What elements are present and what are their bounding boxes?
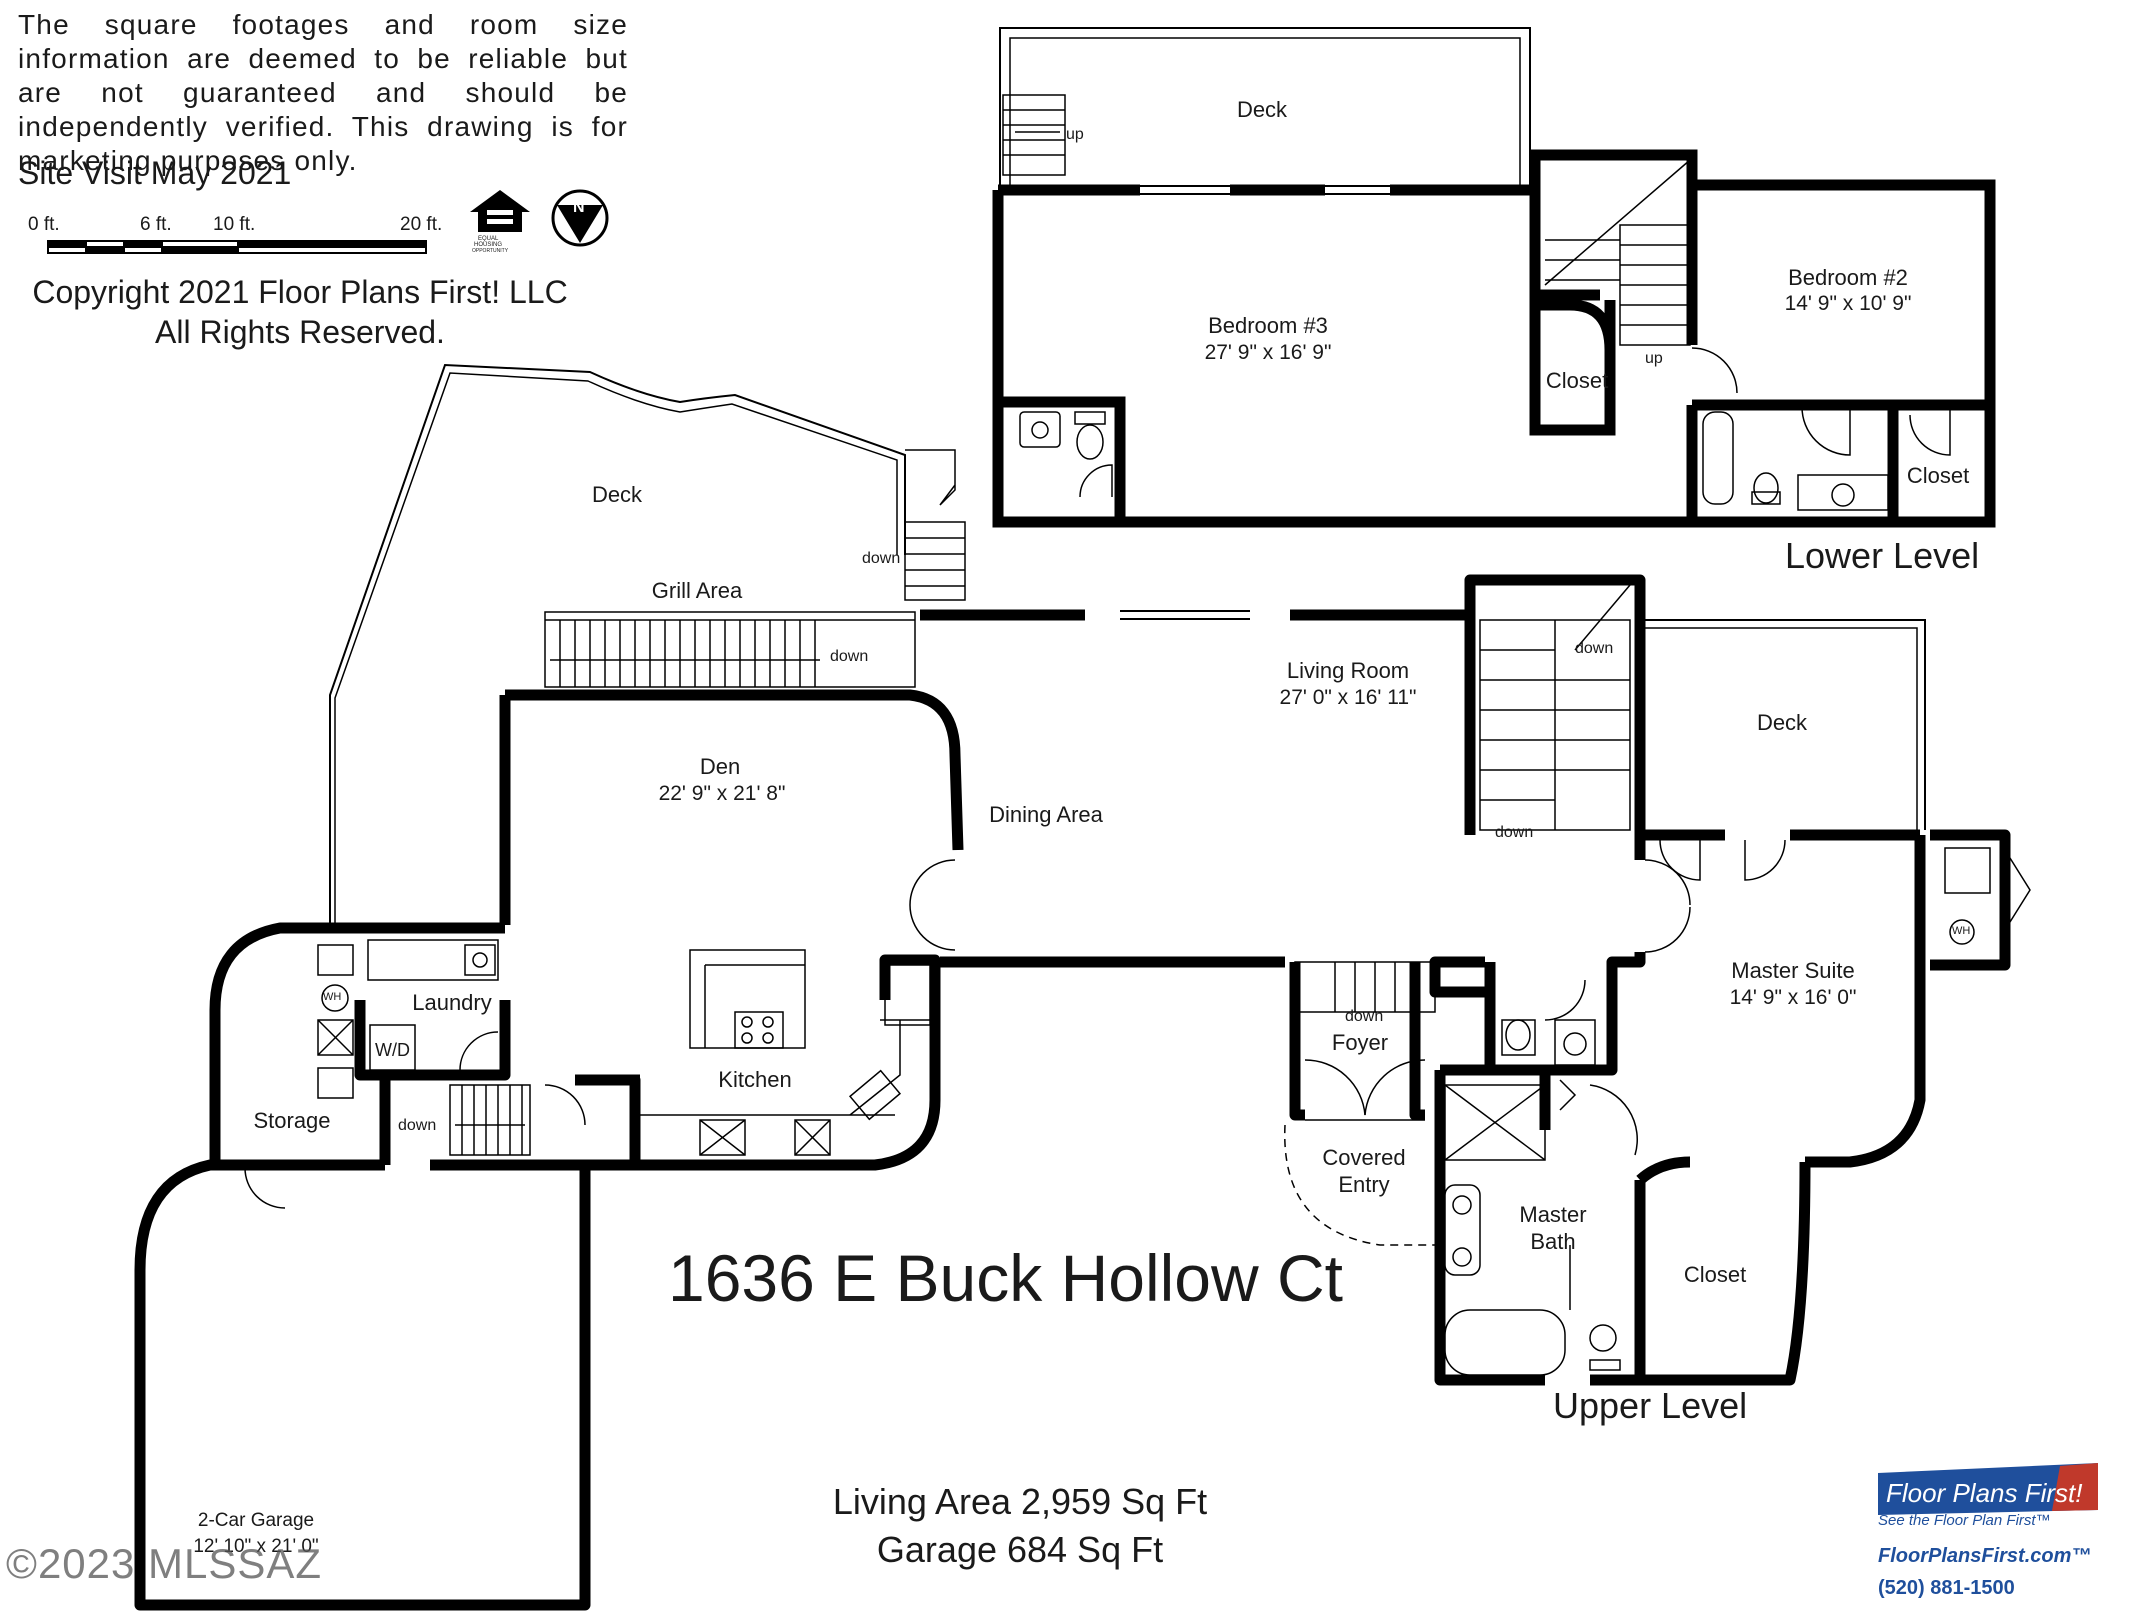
scale-label-6: 6 ft.: [140, 214, 172, 235]
master-bath-label-1: Master: [1519, 1202, 1587, 1227]
mls-watermark: ©2023 MLSSAZ: [6, 1540, 323, 1587]
scale-label-10: 10 ft.: [213, 214, 256, 235]
scale-label-20: 20 ft.: [400, 214, 443, 235]
lower-deck-stairs: [1002, 94, 1066, 176]
garage-label: 2-Car Garage: [197, 1510, 315, 1531]
master-suite-label: Master Suite: [1731, 958, 1855, 983]
lower-bath-fixtures: [1019, 347, 1951, 511]
laundry-fixtures: [244, 939, 586, 1209]
copyright-line-2: All Rights Reserved.: [155, 314, 445, 350]
foyer-label: Foyer: [1331, 1030, 1389, 1055]
den-size: 22' 9" x 21' 8": [658, 782, 786, 805]
brand-logo-shape: [1878, 1463, 2098, 1515]
scale-label-0: 0 ft.: [28, 214, 60, 235]
brand-url: FloorPlansFirst.com™: [1878, 1545, 2092, 1567]
water-heater-label-1: WH: [323, 991, 342, 1003]
equal-housing-icon: [470, 190, 530, 232]
brand-phone: (520) 881-1500: [1878, 1577, 2015, 1599]
master-suite-size: 14' 9" x 16' 0": [1729, 986, 1857, 1009]
disclaimer-text: The square footages and room size inform…: [18, 9, 628, 176]
lower-closet-2: Closet: [1906, 463, 1970, 488]
den-label: Den: [699, 754, 741, 779]
master-doors: [1644, 839, 2031, 953]
lower-stairs: [1544, 159, 1691, 346]
copyright-line-1: Copyright 2021 Floor Plans First! LLC: [32, 274, 568, 310]
down-label-3: down: [1575, 640, 1614, 657]
storage-label: Storage: [253, 1108, 331, 1133]
down-label-2: down: [830, 648, 869, 665]
equal-housing-text-2: HOUSING: [474, 242, 503, 248]
upper-deck-outline: [329, 363, 906, 925]
equal-housing-text-1: EQUAL: [478, 236, 499, 242]
living-room-label: Living Room: [1286, 658, 1410, 683]
living-area-text: Living Area 2,959 Sq Ft: [832, 1481, 1208, 1522]
upper-level-walls: [134, 574, 2011, 1611]
equal-housing-text-3: OPPORTUNITY: [472, 248, 509, 254]
grill-area-label: Grill Area: [651, 578, 743, 603]
copyright-block: Copyright 2021 Floor Plans First! LLC Al…: [0, 272, 600, 352]
water-heater-label-2: WH: [1952, 925, 1971, 937]
right-deck-outline: [1640, 619, 1926, 830]
lower-level-title: Lower Level: [1785, 535, 1980, 576]
garage-size: 12' 10" x 21' 0": [193, 1536, 319, 1557]
covered-entry-label-2: Entry: [1338, 1172, 1390, 1197]
bedroom-3-label: Bedroom #3: [1208, 313, 1328, 338]
covered-entry-label-1: Covered: [1322, 1145, 1406, 1170]
dining-area-label: Dining Area: [989, 802, 1103, 827]
kitchen-label: Kitchen: [718, 1067, 792, 1092]
living-room-size: 27' 0" x 16' 11": [1279, 686, 1417, 709]
down-label-5: down: [1345, 1008, 1384, 1025]
bedroom-2-label: Bedroom #2: [1788, 265, 1908, 290]
brand-tagline: See the Floor Plan First™: [1878, 1512, 2051, 1529]
kitchen-fixtures: [632, 859, 956, 1156]
down-label-6: down: [398, 1117, 437, 1134]
site-visit-date: Site Visit May 2021: [18, 155, 292, 191]
lower-deck-label: Deck: [1236, 97, 1288, 122]
property-address: 1636 E Buck Hollow Ct: [668, 1241, 1343, 1315]
scale-bar: [47, 240, 427, 254]
lower-closet-1: Closet: [1545, 368, 1609, 393]
brand-logo: Floor Plans First!: [1878, 1468, 2108, 1528]
bedroom-2-size: 14' 9" x 10' 9": [1784, 292, 1912, 315]
lower-up-label-2: up: [1645, 350, 1663, 367]
brand-name: Floor Plans First!: [1886, 1478, 2083, 1508]
down-label-1: down: [862, 550, 901, 567]
lower-up-label-1: up: [1066, 126, 1084, 143]
grill-steps: [544, 611, 916, 688]
lower-deck-outline: [999, 27, 1531, 185]
washer-dryer-label: W/D: [375, 1040, 410, 1060]
deck-stairs: [904, 449, 966, 601]
north-letter: N: [573, 199, 585, 216]
down-label-4: down: [1495, 824, 1534, 841]
upper-deck-left-label: Deck: [591, 482, 643, 507]
garage-area-text: Garage 684 Sq Ft: [876, 1529, 1164, 1570]
foyer-fixtures: [1284, 961, 1436, 1246]
upper-deck-right-label: Deck: [1756, 710, 1808, 735]
bedroom-3-size: 27' 9" x 16' 9": [1204, 341, 1332, 364]
upper-level-title: Upper Level: [1553, 1385, 1748, 1426]
laundry-label: Laundry: [412, 990, 492, 1015]
area-summary: Living Area 2,959 Sq Ft Garage 684 Sq Ft: [820, 1478, 1220, 1574]
north-arrow-icon: [551, 189, 609, 247]
upper-stairs: [1479, 584, 1631, 831]
master-bath-fixtures: [1444, 979, 1638, 1376]
master-bath-label-2: Bath: [1530, 1229, 1576, 1254]
master-closet-label: Closet: [1683, 1262, 1747, 1287]
lower-level-walls: [992, 149, 1996, 528]
